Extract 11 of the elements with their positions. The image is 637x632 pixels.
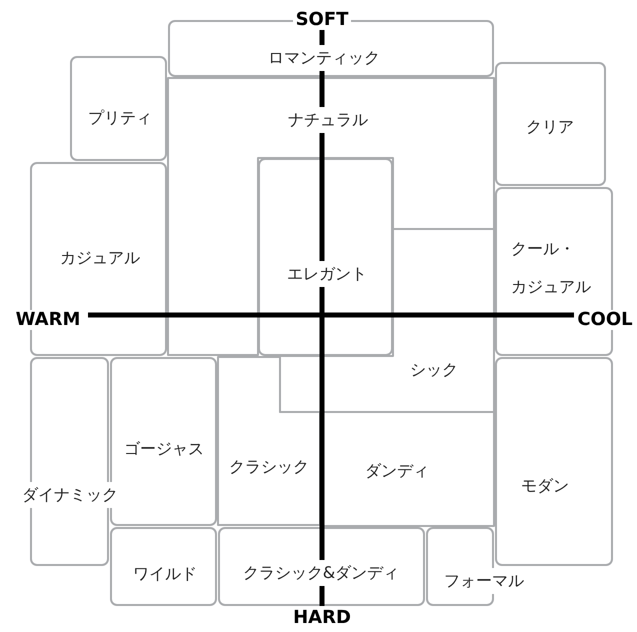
region-outline — [218, 357, 320, 526]
region-box — [495, 357, 613, 566]
region-outline — [168, 78, 494, 356]
region-outline — [280, 229, 494, 413]
region-box — [110, 527, 217, 606]
region-box — [218, 527, 425, 606]
region-box — [495, 62, 606, 186]
region-box — [258, 158, 393, 356]
style-label: ナチュラル — [287, 107, 369, 133]
region-box — [70, 56, 167, 161]
style-label: フォーマル — [443, 568, 525, 594]
